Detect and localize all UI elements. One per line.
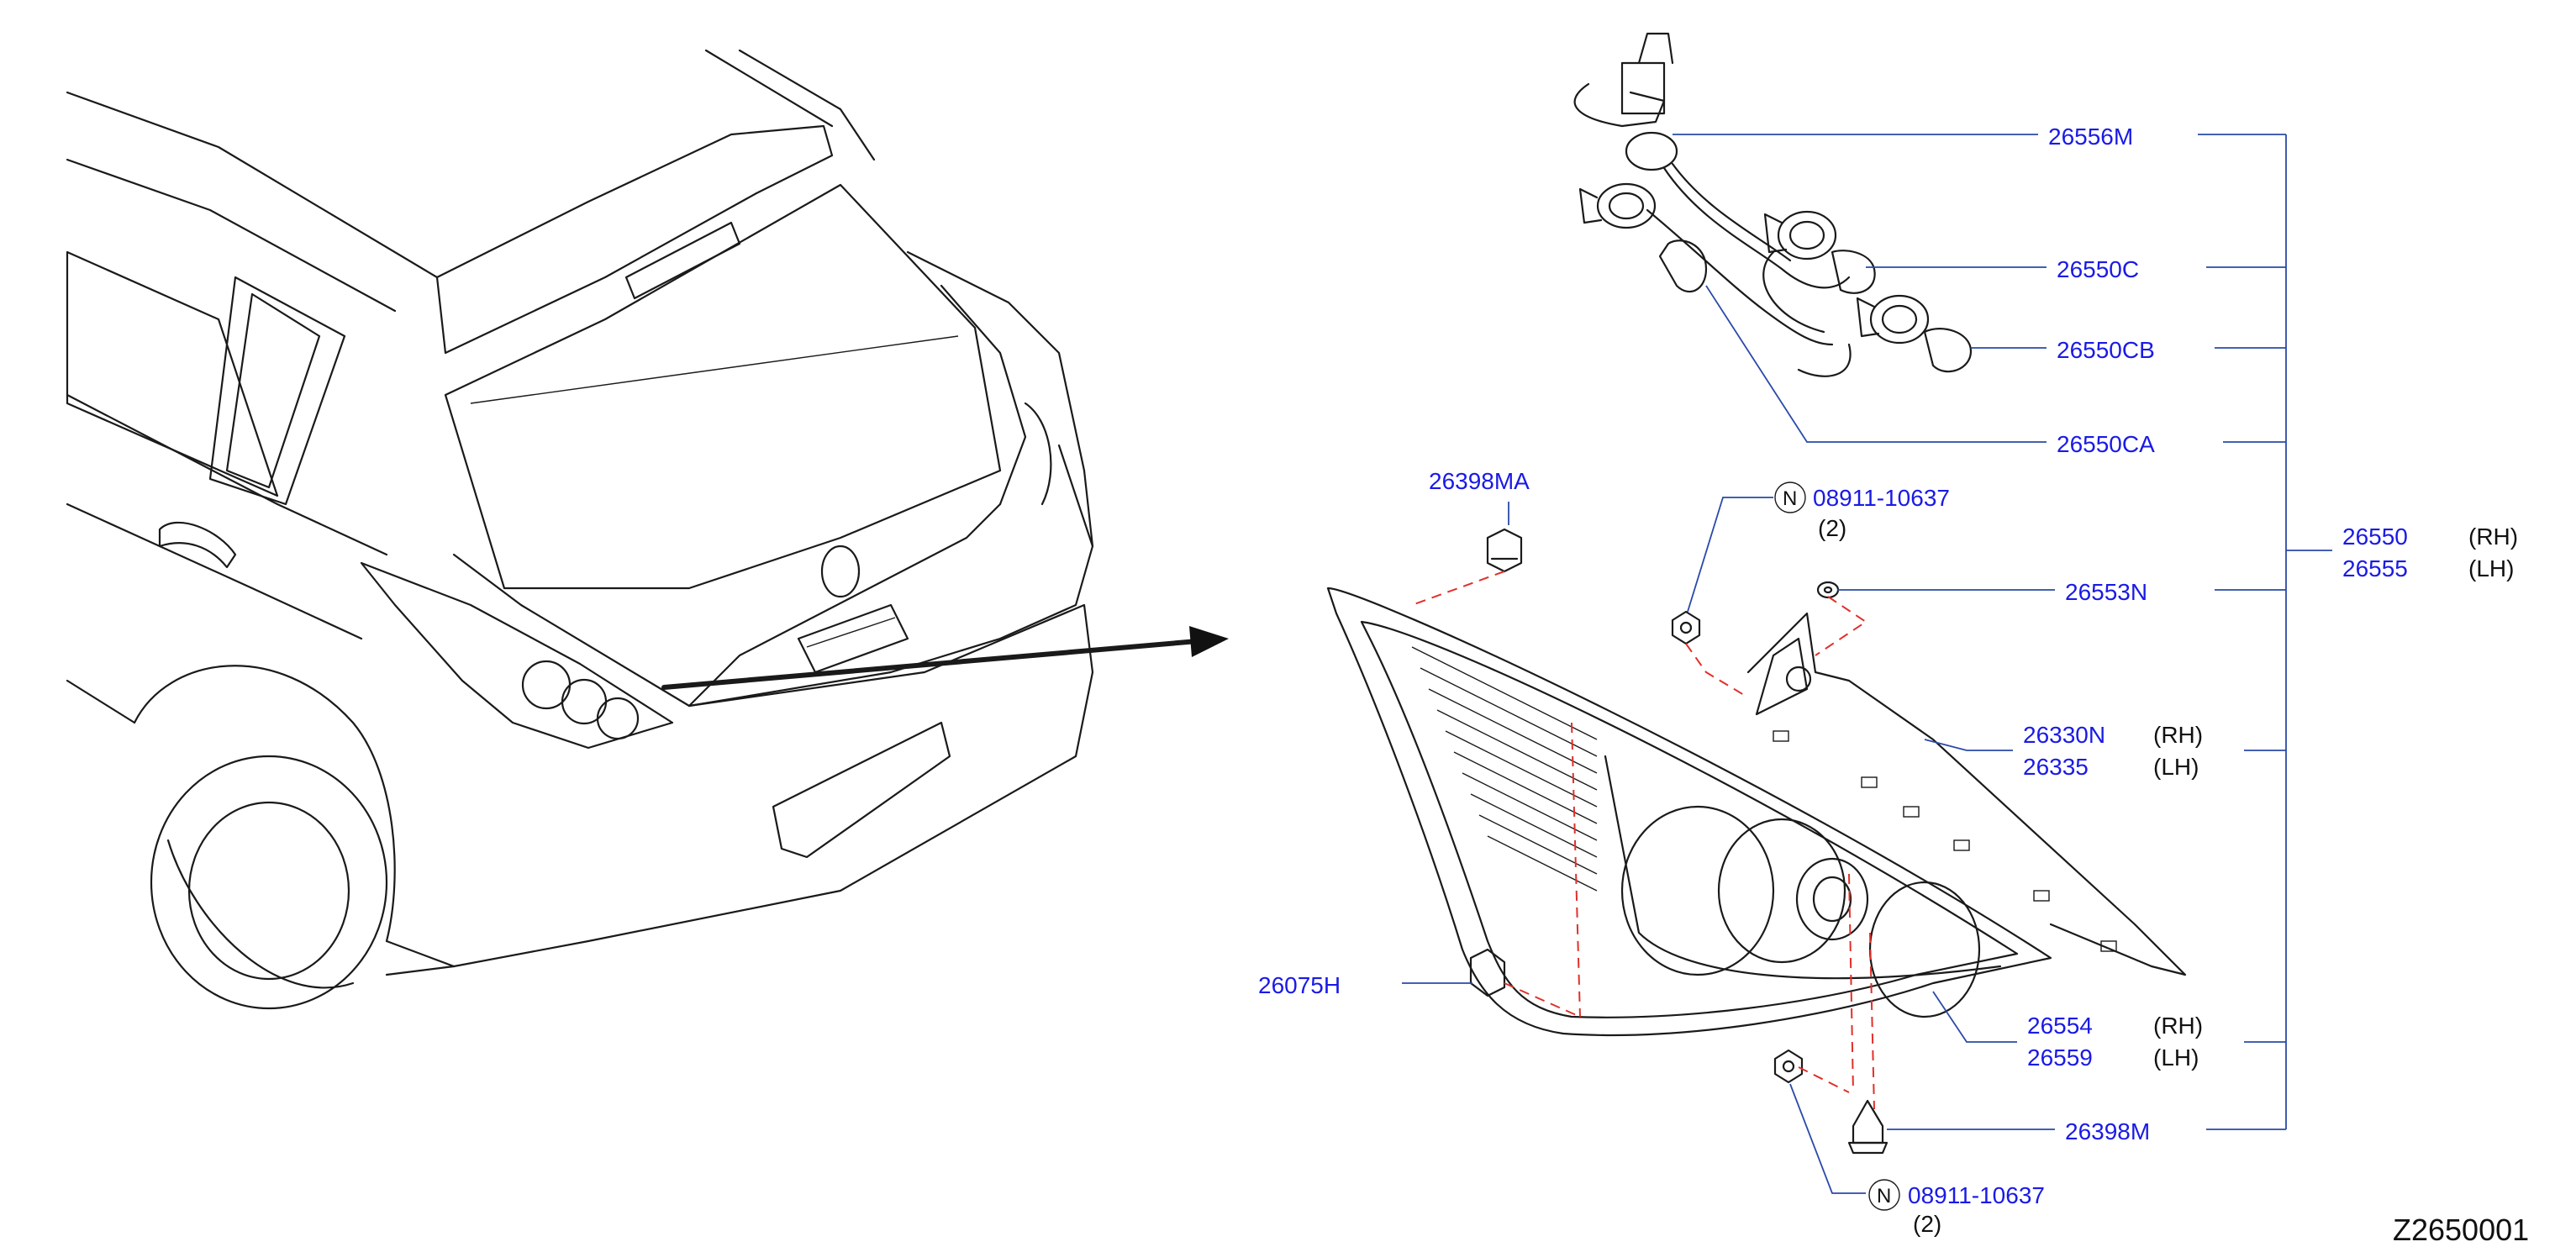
side-26550: (RH) — [2468, 524, 2518, 550]
wiring-harness-illustration — [1573, 32, 1973, 377]
side-26335: (LH) — [2153, 754, 2199, 780]
part-26550[interactable]: 26550 — [2342, 524, 2408, 550]
qty-lower: (2) — [1913, 1211, 1941, 1237]
part-26554[interactable]: 26554 — [2027, 1013, 2093, 1039]
part-08911-10637-upper[interactable]: 08911-10637 — [1813, 485, 1950, 511]
part-26330N[interactable]: 26330N — [2023, 722, 2105, 748]
nut-symbol-circle — [1774, 481, 1806, 513]
fastener-illustrations — [1469, 528, 1889, 1155]
lamp-housing-illustration — [1326, 587, 2187, 1037]
side-26555: (LH) — [2468, 555, 2514, 581]
part-labels: 26556M 26550C 26550CB 26550CA 26550 (RH)… — [1258, 124, 2529, 1247]
side-26554: (RH) — [2153, 1013, 2203, 1039]
part-26555[interactable]: 26555 — [2342, 555, 2408, 581]
part-26556M[interactable]: 26556M — [2048, 124, 2133, 150]
part-26550CB[interactable]: 26550CB — [2057, 337, 2155, 363]
part-26335[interactable]: 26335 — [2023, 754, 2089, 780]
diagram-reference: Z2650001 — [2393, 1213, 2529, 1247]
car-rear-illustration — [66, 49, 1094, 1010]
qty-upper: (2) — [1818, 515, 1846, 541]
leader-lines — [1402, 134, 2332, 1194]
nut-symbol-circle-lower — [1868, 1179, 1900, 1211]
callout-arrow — [661, 626, 1229, 690]
part-26398M[interactable]: 26398M — [2065, 1118, 2150, 1144]
nut-symbol-N: N — [1783, 487, 1797, 510]
part-26550C[interactable]: 26550C — [2057, 256, 2139, 282]
part-26398MA[interactable]: 26398MA — [1429, 468, 1530, 494]
part-26553N[interactable]: 26553N — [2065, 579, 2147, 605]
part-26559[interactable]: 26559 — [2027, 1044, 2093, 1071]
side-26559: (LH) — [2153, 1044, 2199, 1071]
side-26330N: (RH) — [2153, 722, 2203, 748]
part-26550CA[interactable]: 26550CA — [2057, 431, 2155, 457]
nut-symbol-N-lower: N — [1877, 1185, 1891, 1208]
assembly-dash-lines — [1411, 571, 1875, 1110]
part-08911-10637-lower[interactable]: 08911-10637 — [1908, 1182, 2045, 1208]
part-26075H[interactable]: 26075H — [1258, 972, 1341, 998]
